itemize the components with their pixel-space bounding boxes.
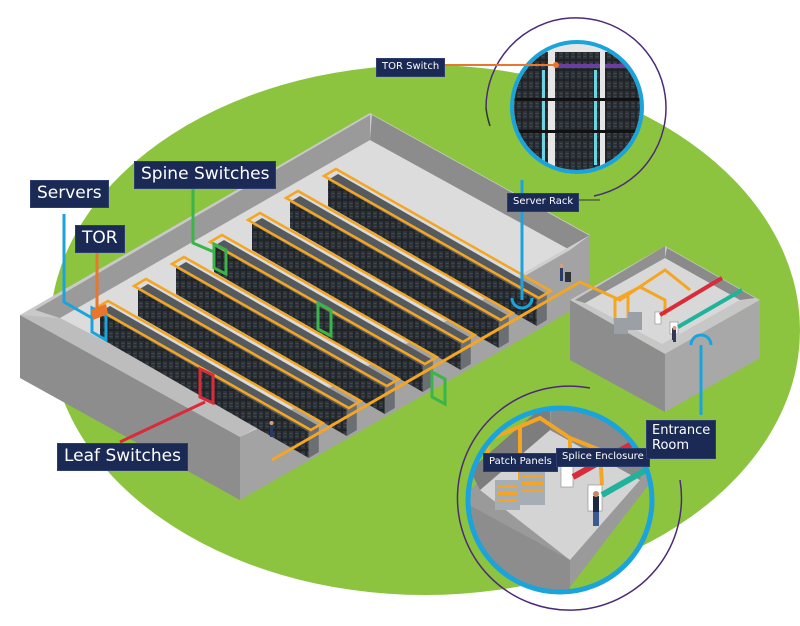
- rack-row-face: [176, 268, 385, 414]
- rack-row-face: [100, 312, 309, 458]
- cable-tray: [131, 277, 364, 410]
- spine-switches-label: Spine Switches: [134, 161, 277, 189]
- rack-row-top: [176, 262, 395, 388]
- server-rack-label: Server Rack: [507, 193, 580, 212]
- cable-tray: [93, 299, 326, 432]
- rack-row-top: [214, 240, 433, 366]
- server-row: [283, 189, 516, 348]
- tor-switch-label: TOR Switch: [376, 58, 446, 77]
- spine-highlight-1: [212, 241, 228, 277]
- leaf-switches-label: Leaf Switches: [57, 443, 188, 471]
- rack-row-face: [328, 180, 537, 326]
- server-row: [245, 211, 478, 370]
- cable-tray: [207, 233, 440, 366]
- leaf-highlight: [198, 366, 215, 406]
- servers-leader-line: [62, 214, 93, 320]
- rack-row-top: [328, 174, 547, 300]
- rack-row-face: [252, 224, 461, 370]
- server-rack-marker: [510, 297, 534, 310]
- tor-highlight: [91, 304, 108, 320]
- cable-tray: [169, 255, 402, 388]
- leaf-leader-line: [119, 400, 206, 444]
- server-rack-ring: [510, 40, 644, 174]
- splice-enclosure-label: Splice Enclosure: [556, 448, 650, 467]
- rack-row-top: [290, 196, 509, 322]
- server-row: [93, 299, 326, 458]
- rack-row-top: [138, 284, 357, 410]
- rack-row-top: [252, 218, 471, 344]
- server-row: [131, 277, 364, 436]
- rack-row-top: [100, 306, 319, 432]
- entrance-room-equipment: [613, 276, 744, 340]
- cable-tray: [245, 211, 478, 344]
- server-rack-outer-arc: [485, 17, 667, 197]
- fiber-red-line: [658, 276, 724, 317]
- spine-highlight-2: [316, 300, 333, 339]
- spine-leader-line: [191, 180, 215, 254]
- fiber-teal-line: [676, 288, 744, 329]
- rack-row-face: [138, 290, 347, 436]
- cable-tray: [321, 167, 554, 300]
- patch-panels-label: Patch Panels: [483, 453, 558, 472]
- entrance-outer-arc: [456, 385, 683, 611]
- entrance-room-ring: [465, 405, 655, 595]
- rack-row-face: [290, 202, 499, 348]
- technician-figures: [269, 264, 677, 437]
- tor-label: TOR: [75, 225, 125, 253]
- server-row: [321, 167, 554, 326]
- spine-highlight-3: [430, 369, 447, 407]
- servers-label: Servers: [30, 180, 109, 208]
- entrance-room-label: Entrance Room: [646, 420, 717, 459]
- cable-trunk: [271, 268, 691, 462]
- cable-tray: [283, 189, 516, 322]
